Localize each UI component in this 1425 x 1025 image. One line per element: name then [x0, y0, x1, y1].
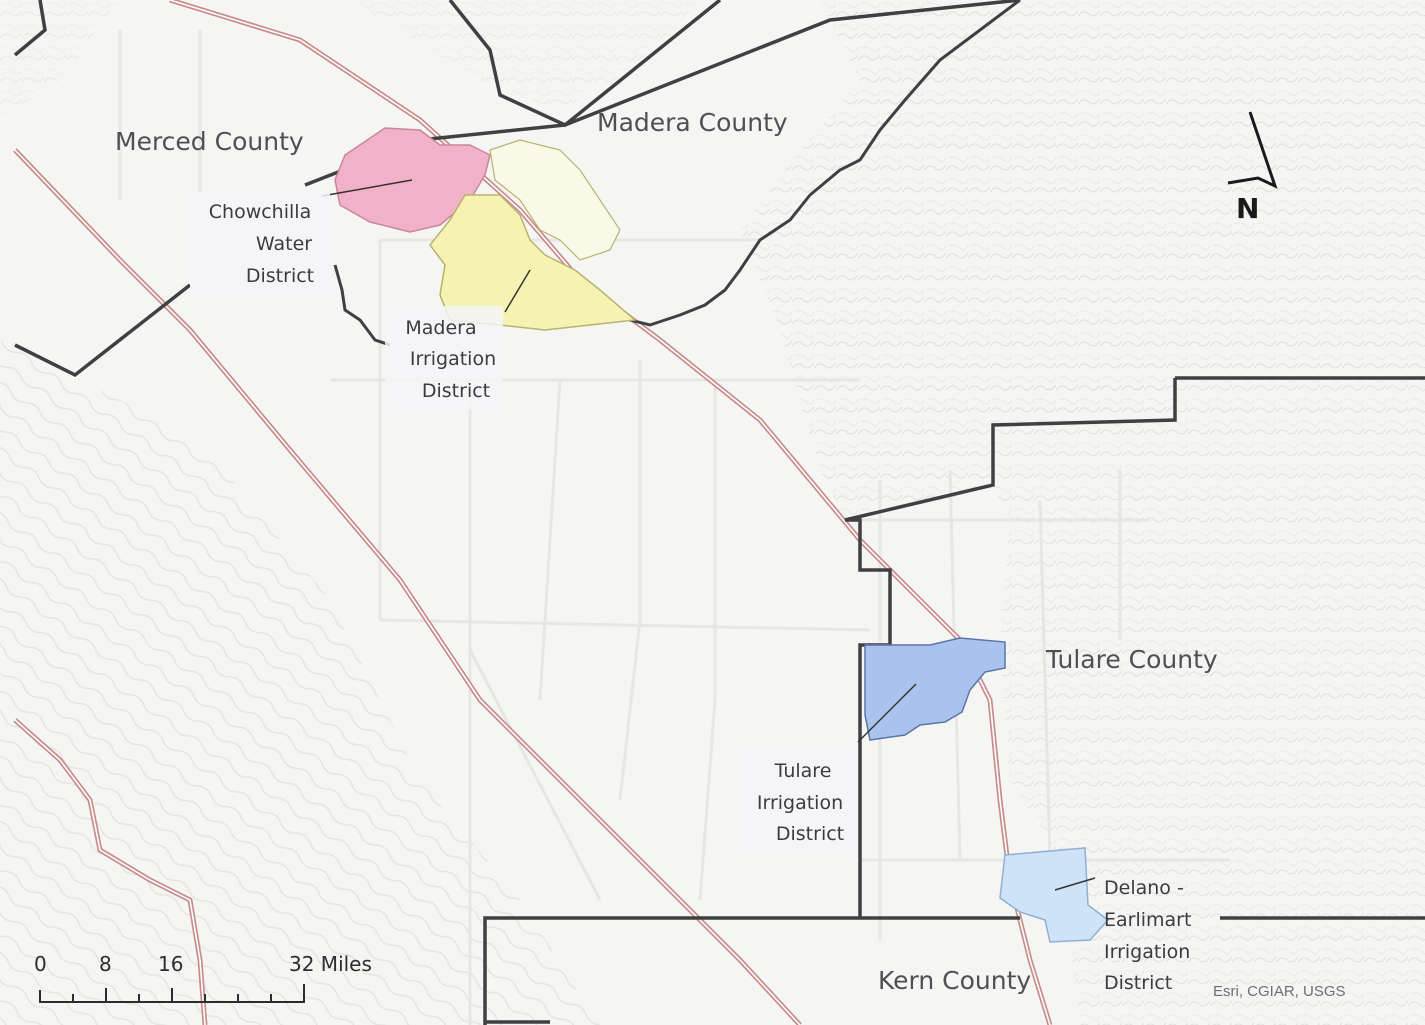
madera-boundary-river [333, 0, 1021, 347]
north-arrow-label: N [1236, 192, 1259, 225]
district-label-madera: Madera Irrigation District [405, 317, 496, 402]
scale-label: 0 [34, 952, 47, 976]
north-arrow-icon: N [1227, 111, 1278, 225]
madera-district-parcels [489, 139, 621, 261]
district-label-line: Irrigation [1104, 941, 1190, 963]
county-label-tulare: Tulare County [1045, 645, 1218, 674]
district-label-line: Irrigation [757, 792, 843, 814]
district-label-line: Earlimart [1104, 909, 1191, 931]
county-label-kern: Kern County [878, 966, 1031, 995]
district-label-line: Chowchilla [209, 201, 311, 223]
district-label-tulare: Tulare Irrigation District [757, 760, 844, 845]
county-label-merced: Merced County [115, 127, 304, 156]
scale-label: 32 Miles [289, 952, 372, 976]
district-label-line: Water [256, 233, 312, 255]
road-grid [118, 30, 1230, 1025]
scale-bar: 0 8 16 32 Miles [34, 952, 372, 1003]
attribution: Esri, CGIAR, USGS [1213, 983, 1346, 1000]
district-label-delano: Delano - Earlimart Irrigation District [1104, 877, 1191, 994]
district-label-chowchilla: Chowchilla Water District [209, 201, 314, 287]
madera-district-area[interactable] [429, 194, 637, 331]
scale-label: 16 [158, 952, 183, 976]
county-label-madera: Madera County [597, 108, 788, 137]
delano-district-area[interactable] [999, 847, 1110, 943]
district-label-line: Tulare [774, 760, 832, 782]
district-label-boxes [190, 192, 858, 852]
chowchilla-district-area[interactable] [334, 127, 491, 233]
district-label-line: Irrigation [410, 348, 496, 370]
district-label-line: Madera [405, 317, 476, 339]
label-leaders [321, 179, 1096, 891]
district-label-line: District [1104, 972, 1172, 994]
district-label-line: District [246, 265, 314, 287]
district-label-line: District [776, 823, 844, 845]
district-label-line: Delano - [1104, 877, 1184, 899]
scale-label: 8 [99, 952, 112, 976]
district-label-line: District [422, 380, 490, 402]
tulare-district-area[interactable] [864, 637, 1006, 741]
